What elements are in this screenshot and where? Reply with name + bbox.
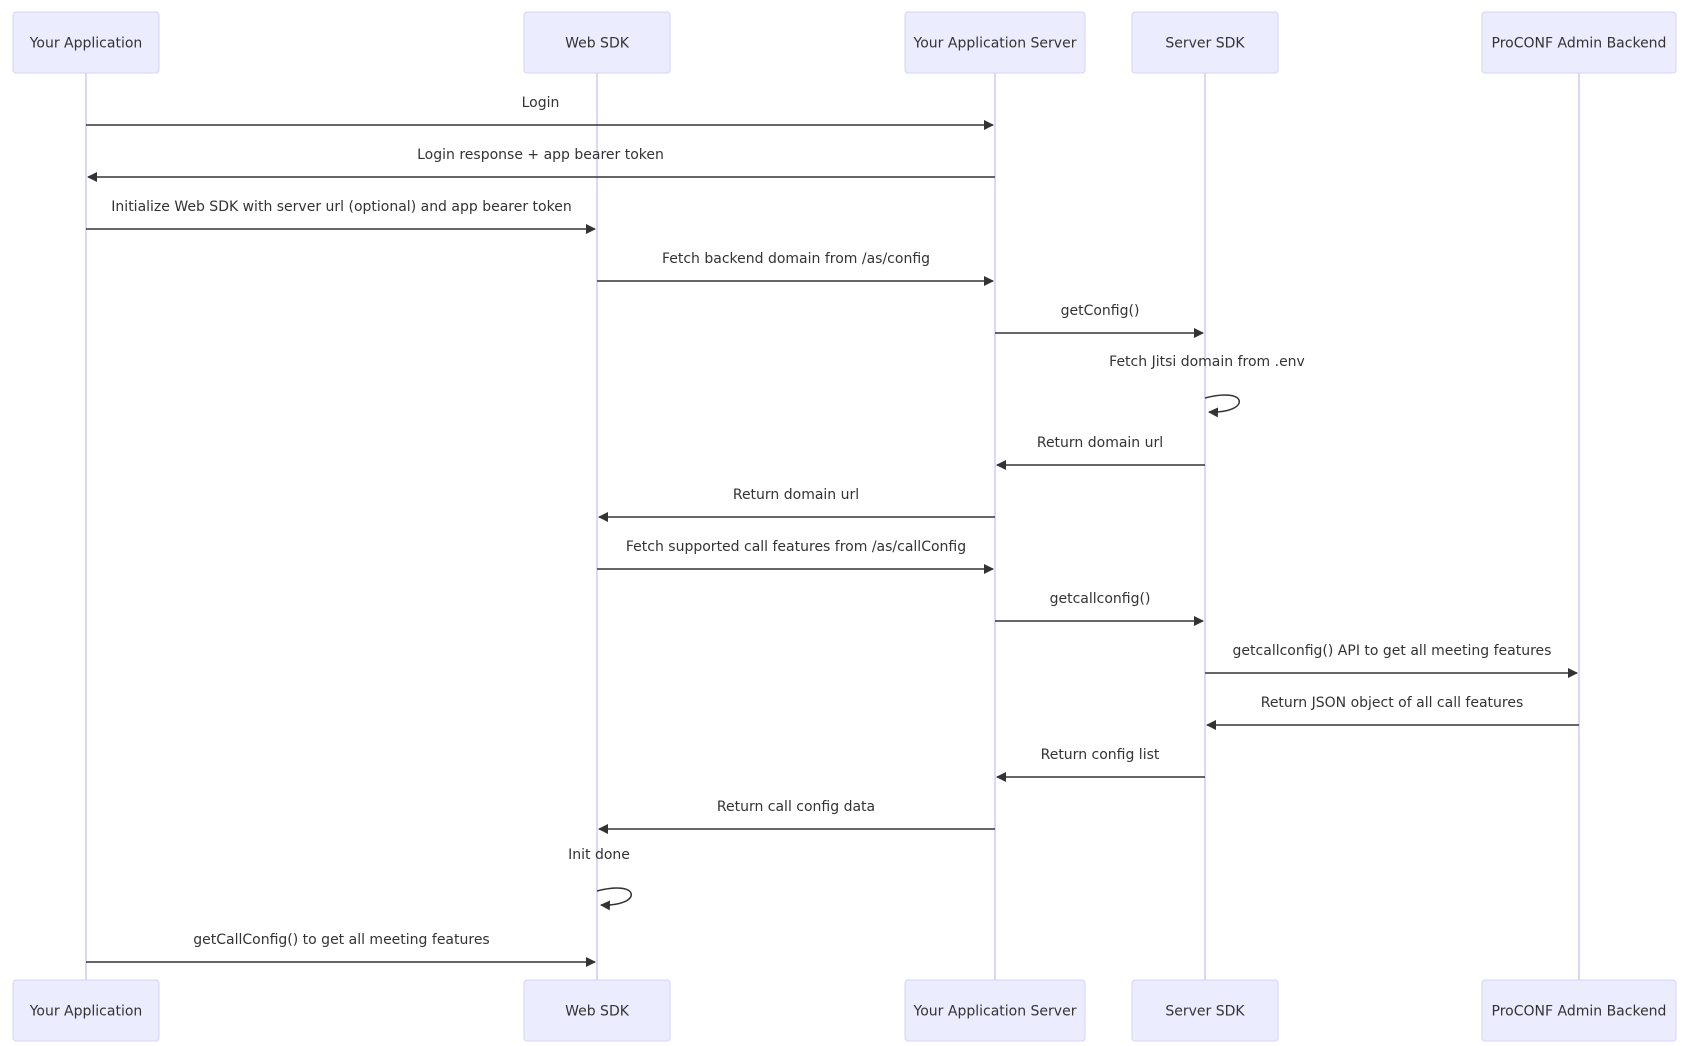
message-label: Return domain url [733, 487, 859, 503]
message-12: Return JSON object of all call features [1206, 695, 1579, 730]
message-label: Fetch Jitsi domain from .env [1109, 354, 1305, 370]
participant-box [1481, 979, 1677, 1042]
message-label: Return JSON object of all call features [1261, 695, 1524, 711]
participant-backend-bottom: ProCONF Admin Backend [1481, 979, 1677, 1042]
participant-serversdk-bottom: Server SDK [1131, 979, 1279, 1042]
participant-app-bottom: Your Application [12, 979, 160, 1042]
participant-label: Web SDK [565, 1004, 630, 1020]
message-15: Init done [568, 847, 632, 911]
message-8: Return domain url [598, 487, 995, 522]
participant-box [1131, 11, 1279, 74]
participant-label: Your Application Server [913, 36, 1077, 52]
participant-label: Server SDK [1165, 1004, 1245, 1020]
message-label: Login [522, 95, 560, 111]
message-6: Fetch Jitsi domain from .env [1109, 354, 1305, 418]
participant-app-top: Your Application [12, 11, 160, 74]
message-3: Initialize Web SDK with server url (opti… [86, 199, 596, 234]
message-5: getConfig() [995, 303, 1204, 338]
message-2: Login response + app bearer token [87, 147, 995, 182]
self-message-loop [596, 887, 632, 911]
lifelines [85, 73, 1580, 980]
message-label: getConfig() [1061, 303, 1140, 319]
participant-label: Your Application Server [913, 1004, 1077, 1020]
participant-sdk-bottom: Web SDK [523, 979, 671, 1042]
self-message-loop [1204, 394, 1240, 418]
message-label: Return call config data [717, 799, 875, 815]
participant-label: Web SDK [565, 36, 630, 52]
message-10: getcallconfig() [995, 591, 1204, 626]
participant-sdk-top: Web SDK [523, 11, 671, 74]
participant-box [904, 979, 1086, 1042]
message-label: Fetch supported call features from /as/c… [626, 539, 966, 555]
participant-box [523, 979, 671, 1042]
message-1: Login [86, 95, 994, 130]
participant-label: Server SDK [1165, 36, 1245, 52]
participant-label: ProCONF Admin Backend [1492, 1004, 1667, 1020]
message-7: Return domain url [996, 435, 1205, 470]
participant-box [12, 979, 160, 1042]
message-label: Login response + app bearer token [417, 147, 664, 163]
participant-box [12, 11, 160, 74]
participant-box [1131, 979, 1279, 1042]
participant-server-bottom: Your Application Server [904, 979, 1086, 1042]
message-11: getcallconfig() API to get all meeting f… [1205, 643, 1578, 678]
participant-backend-top: ProCONF Admin Backend [1481, 11, 1677, 74]
message-4: Fetch backend domain from /as/config [597, 251, 994, 286]
message-13: Return config list [996, 747, 1205, 782]
participant-box [523, 11, 671, 74]
participant-box [904, 11, 1086, 74]
participants-bottom: Your Application Web SDK Your Application … [12, 979, 1677, 1042]
message-label: Return config list [1041, 747, 1160, 763]
message-label: Return domain url [1037, 435, 1163, 451]
participant-box [1481, 11, 1677, 74]
participant-label: Your Application [29, 1004, 143, 1020]
participant-label: ProCONF Admin Backend [1492, 36, 1667, 52]
message-label: Initialize Web SDK with server url (opti… [111, 199, 571, 215]
message-label: getcallconfig() API to get all meeting f… [1233, 643, 1552, 659]
message-label: Fetch backend domain from /as/config [662, 251, 930, 267]
message-16: getCallConfig() to get all meeting featu… [86, 932, 596, 967]
participant-server-top: Your Application Server [904, 11, 1086, 74]
message-label: Init done [568, 847, 630, 863]
message-label: getCallConfig() to get all meeting featu… [193, 932, 489, 948]
participants-top: Your Application Web SDK Your Application … [12, 11, 1677, 74]
message-9: Fetch supported call features from /as/c… [597, 539, 994, 574]
participant-serversdk-top: Server SDK [1131, 11, 1279, 74]
participant-label: Your Application [29, 36, 143, 52]
message-14: Return call config data [598, 799, 995, 834]
message-label: getcallconfig() [1050, 591, 1151, 607]
